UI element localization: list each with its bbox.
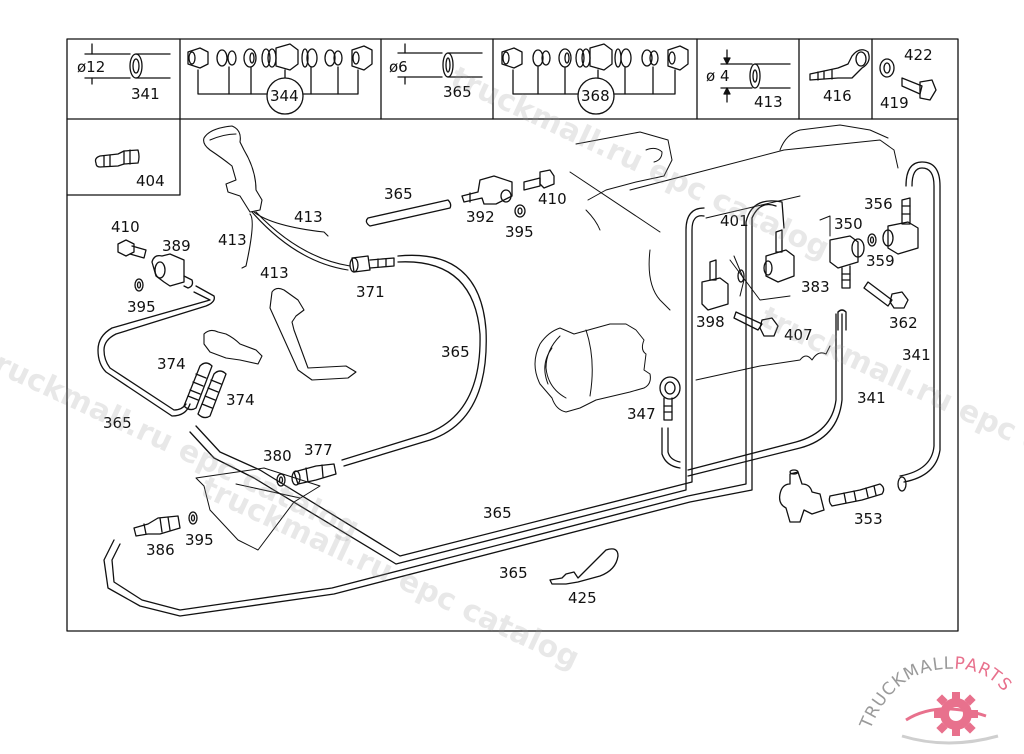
tee-353-icon bbox=[778, 469, 825, 523]
callout-374[interactable]: 374 bbox=[226, 391, 255, 409]
callout-365[interactable]: 365 bbox=[441, 343, 470, 361]
legend-label-422: 422 bbox=[904, 46, 933, 64]
callout-371[interactable]: 371 bbox=[356, 283, 385, 301]
callout-341[interactable]: 341 bbox=[857, 389, 886, 407]
callout-359[interactable]: 359 bbox=[866, 252, 895, 270]
truckmall-parts-logo: TRUCKMALLPARTS bbox=[856, 650, 1024, 750]
callout-365[interactable]: 365 bbox=[384, 185, 413, 203]
fitting-356-icon bbox=[882, 197, 919, 255]
callout-398[interactable]: 398 bbox=[696, 313, 725, 331]
callout-383[interactable]: 383 bbox=[801, 278, 830, 296]
valve-401-icon bbox=[763, 229, 795, 283]
connector-386-icon bbox=[133, 515, 181, 537]
hose-365-long bbox=[341, 254, 487, 467]
legend-diameter-6: ø6 bbox=[389, 58, 408, 76]
inset-label-404: 404 bbox=[136, 172, 165, 190]
callout-356[interactable]: 356 bbox=[864, 195, 893, 213]
legend-label-341: 341 bbox=[131, 85, 160, 103]
legend-label-368: 368 bbox=[581, 87, 610, 105]
tube-383-stub-icon bbox=[837, 309, 847, 331]
inset-frame bbox=[66, 118, 181, 196]
bolt-362-icon bbox=[863, 281, 909, 309]
callout-341[interactable]: 341 bbox=[902, 346, 931, 364]
callout-392[interactable]: 392 bbox=[466, 208, 495, 226]
valve-block-outline bbox=[203, 329, 263, 365]
banjo-fitting-416-icon bbox=[809, 49, 870, 81]
fittings-set-368-icon bbox=[501, 43, 689, 115]
connector-371-icon bbox=[349, 255, 395, 273]
washer-359-icon bbox=[867, 233, 877, 247]
transmission-housing-outline bbox=[569, 124, 899, 381]
connector-377-icon bbox=[291, 463, 337, 486]
swoosh-icon bbox=[905, 707, 987, 722]
tube-341-icon bbox=[84, 43, 171, 85]
callout-413[interactable]: 413 bbox=[218, 231, 247, 249]
washer-395-left-icon bbox=[134, 278, 144, 292]
callout-347[interactable]: 347 bbox=[627, 405, 656, 423]
callout-380[interactable]: 380 bbox=[263, 447, 292, 465]
callout-386[interactable]: 386 bbox=[146, 541, 175, 559]
callout-395[interactable]: 395 bbox=[505, 223, 534, 241]
banjo-347-icon bbox=[659, 376, 681, 421]
legend-label-419: 419 bbox=[880, 94, 909, 112]
legend-label-413: 413 bbox=[754, 93, 783, 111]
callout-365[interactable]: 365 bbox=[483, 504, 512, 522]
connector-353-icon bbox=[828, 483, 885, 507]
elbow-392-icon bbox=[461, 175, 513, 205]
callout-413[interactable]: 413 bbox=[294, 208, 323, 226]
callout-377[interactable]: 377 bbox=[304, 441, 333, 459]
callout-410[interactable]: 410 bbox=[538, 190, 567, 208]
bolt-410-top-icon bbox=[523, 169, 555, 191]
vacuum-valve-housing-outline bbox=[203, 125, 351, 271]
hose-341-right bbox=[687, 161, 941, 492]
callout-395[interactable]: 395 bbox=[127, 298, 156, 316]
tube-365-icon bbox=[397, 43, 483, 85]
legend-diameter-12: ø12 bbox=[77, 58, 105, 76]
hose-365-left-loop bbox=[97, 285, 215, 417]
callout-365[interactable]: 365 bbox=[103, 414, 132, 432]
hose-347-short bbox=[661, 427, 681, 469]
swoosh-icon bbox=[901, 734, 999, 745]
connector-374-b-icon bbox=[197, 370, 227, 419]
starter-motor-outline bbox=[534, 323, 651, 413]
callout-353[interactable]: 353 bbox=[854, 510, 883, 528]
washer-380-icon bbox=[276, 473, 286, 487]
washer-bolt-419-422-icon bbox=[879, 58, 937, 101]
legend-label-365: 365 bbox=[443, 83, 472, 101]
callout-407[interactable]: 407 bbox=[784, 326, 813, 344]
bracket-outline bbox=[269, 287, 357, 381]
callout-365[interactable]: 365 bbox=[499, 564, 528, 582]
tee-389-icon bbox=[151, 253, 194, 289]
diagram-frame bbox=[66, 38, 959, 632]
cable-tie-425-icon bbox=[549, 548, 619, 585]
hose-365-bottom bbox=[103, 200, 785, 617]
logo-text: TRUCKMALLPARTS bbox=[858, 654, 1016, 733]
callout-362[interactable]: 362 bbox=[889, 314, 918, 332]
callout-389[interactable]: 389 bbox=[162, 237, 191, 255]
valve-398-icon bbox=[701, 259, 745, 311]
fittings-set-344-icon bbox=[187, 43, 373, 115]
bolt-410-left-icon bbox=[117, 239, 147, 259]
valve-350-icon bbox=[829, 235, 865, 289]
callout-425[interactable]: 425 bbox=[568, 589, 597, 607]
callout-350[interactable]: 350 bbox=[834, 215, 863, 233]
legend-label-416: 416 bbox=[823, 87, 852, 105]
callout-401[interactable]: 401 bbox=[720, 212, 749, 230]
legend-diameter-4: ø 4 bbox=[706, 67, 730, 85]
callout-395[interactable]: 395 bbox=[185, 531, 214, 549]
hose-365-straight bbox=[365, 199, 452, 227]
bolt-407-icon bbox=[733, 311, 779, 337]
legend-label-344: 344 bbox=[270, 87, 299, 105]
callout-374[interactable]: 374 bbox=[157, 355, 186, 373]
callout-410[interactable]: 410 bbox=[111, 218, 140, 236]
callout-413[interactable]: 413 bbox=[260, 264, 289, 282]
washer-395-top-icon bbox=[514, 204, 526, 218]
fitting-404-icon bbox=[94, 149, 140, 168]
tube-413-icon bbox=[720, 49, 791, 103]
gear-icon bbox=[934, 692, 978, 736]
connector-374-a-icon bbox=[183, 362, 213, 411]
washer-395-bottom-icon bbox=[188, 511, 198, 525]
